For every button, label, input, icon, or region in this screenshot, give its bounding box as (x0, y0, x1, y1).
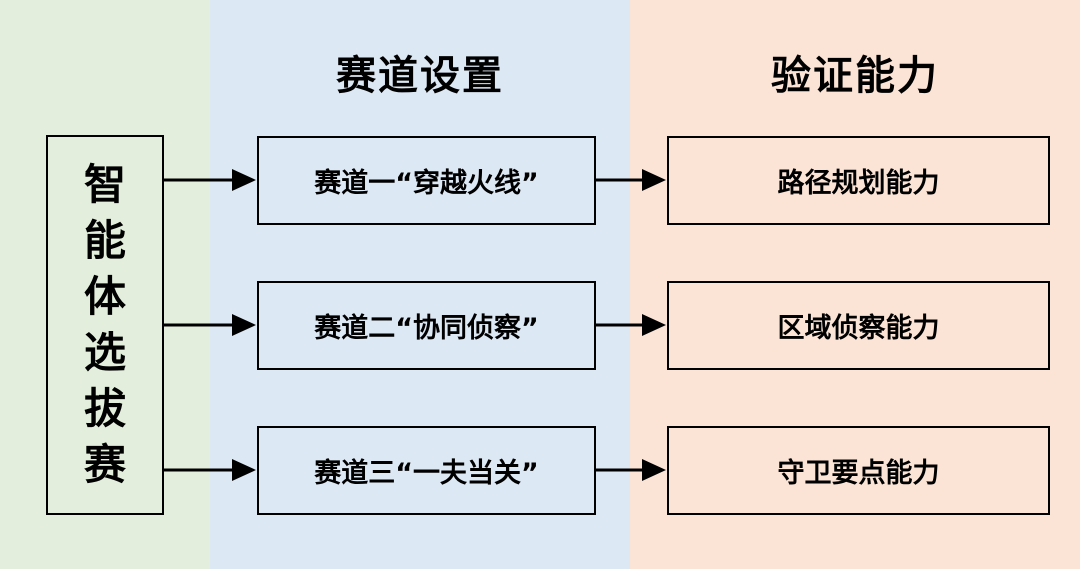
capability-3-box: 守卫要点能力 (667, 426, 1050, 515)
arrowhead-track-3-to-capability-3 (642, 459, 666, 481)
arrowhead-main-to-track-2 (232, 314, 256, 336)
middle-background-panel (210, 0, 630, 569)
main-event-char: 体 (83, 272, 126, 321)
arrowhead-main-to-track-3 (232, 459, 256, 481)
main-event-char: 能 (83, 216, 126, 265)
main-event-box: 智 能 体 选 拔 赛 (46, 135, 164, 515)
track-setup-title: 赛道设置 (336, 53, 504, 99)
arrowhead-track-2-to-capability-2 (642, 314, 666, 336)
capability-1-box: 路径规划能力 (667, 136, 1050, 225)
main-event-char: 选 (83, 328, 126, 377)
track-2-box: 赛道二“协同侦察” (257, 281, 596, 370)
track-1-box: 赛道一“穿越火线” (257, 136, 596, 225)
right-background-panel (630, 0, 1080, 569)
arrowhead-track-1-to-capability-1 (642, 169, 666, 191)
left-background-panel (0, 0, 210, 569)
main-event-char: 赛 (83, 440, 126, 489)
main-event-char: 拔 (83, 384, 126, 433)
arrowhead-main-to-track-1 (232, 169, 256, 191)
track-3-box: 赛道三“一夫当关” (257, 426, 596, 515)
verify-capability-title: 验证能力 (771, 53, 939, 99)
main-event-char: 智 (83, 160, 126, 209)
capability-2-box: 区域侦察能力 (667, 281, 1050, 370)
